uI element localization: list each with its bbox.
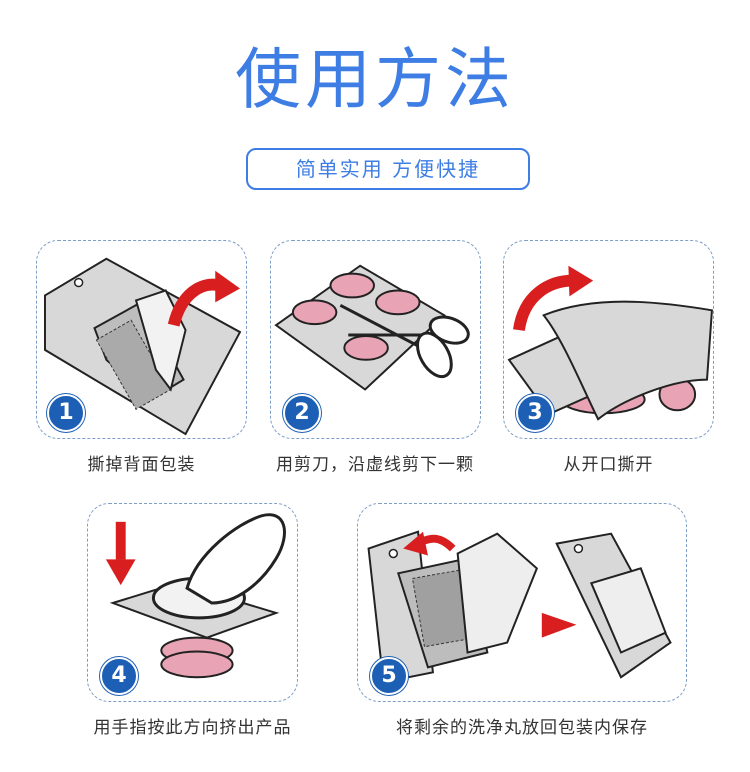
step-5-number-badge: 5 — [370, 657, 408, 695]
step-3-illustration — [507, 265, 713, 421]
step-5-illustration — [367, 530, 672, 684]
step-5-caption: 将剩余的洗净丸放回包装内保存 — [396, 718, 648, 738]
step-2-card: 2 — [270, 240, 481, 439]
step-2-caption: 用剪刀，沿虚线剪下一颗 — [276, 455, 474, 475]
step-1-caption: 撕掉背面包装 — [87, 455, 196, 475]
step-5-card: 5 — [357, 503, 687, 702]
step-4-number-badge: 4 — [100, 657, 138, 695]
subtitle-badge: 简单实用 方便快捷 — [246, 148, 530, 190]
step-2-number-badge: 2 — [283, 394, 321, 432]
step-1-illustration — [43, 257, 242, 436]
step-1-number-badge: 1 — [47, 394, 85, 432]
step-3-number-badge: 3 — [516, 394, 554, 432]
step-4-caption: 用手指按此方向挤出产品 — [93, 718, 292, 738]
step-3-caption: 从开口撕开 — [563, 455, 654, 475]
step-3-card: 3 — [503, 240, 714, 439]
step-2-illustration — [274, 264, 470, 391]
page-title: 使用方法 — [235, 41, 515, 118]
step-4-card: 4 — [87, 503, 298, 702]
step-4-illustration — [105, 513, 286, 679]
step-1-card: 1 — [36, 240, 247, 439]
